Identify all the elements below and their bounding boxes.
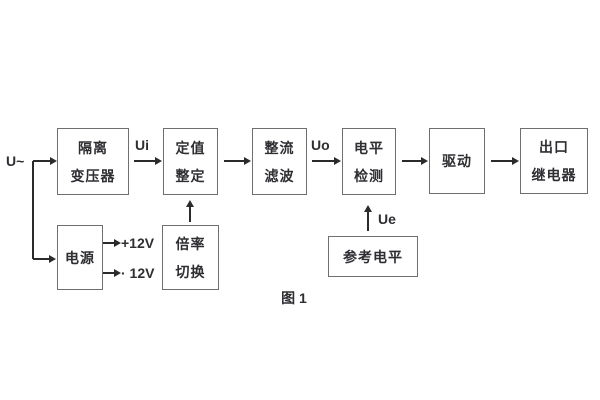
block-level-detect-line2: 检测 [354,167,384,184]
block-power-supply-line1: 电源 [65,249,95,266]
line-reference-to-detect [367,212,369,231]
block-driver: 驱动 [429,128,485,194]
block-output-relay-line1: 出口 [539,139,569,155]
block-setting-adjust: 定值 整定 [163,128,218,195]
line-power-minus12 [103,272,115,274]
block-output-relay-line2: 继电器 [531,167,577,183]
block-setting-adjust-line1: 定值 [175,139,206,156]
plus-12v-label: +12V [121,235,155,251]
line-power-plus12 [103,242,115,244]
line-ratio-to-setting [189,207,191,222]
line-detect-to-driver [402,160,422,162]
block-rectifier-filter: 整流 滤波 [252,128,307,195]
arrow-setting-to-rectifier [244,157,251,165]
block-rectifier-filter-line1: 整流 [264,139,295,156]
ui-signal-label: Ui [135,137,149,153]
input-voltage-label: U~ [6,153,25,169]
block-reference-level: 参考电平 [328,236,418,277]
arrow-rectifier-to-detect [334,157,341,165]
arrow-detect-to-driver [421,157,428,165]
line-driver-to-relay [491,160,513,162]
block-level-detect: 电平 检测 [342,128,396,195]
block-setting-adjust-line2: 整定 [175,167,206,184]
block-ratio-switch: 倍率 切换 [162,225,219,290]
block-reference-level-line1: 参考电平 [343,248,403,265]
ue-signal-label: Ue [378,211,396,227]
arrow-transformer-to-setting [155,157,162,165]
block-power-supply: 电源 [57,225,103,290]
minus-12v-label: · 12V [121,265,155,281]
block-output-relay: 出口 继电器 [520,128,588,194]
figure-caption: 图 1 [281,290,307,306]
block-level-detect-line1: 电平 [354,139,384,156]
line-transformer-to-setting [134,160,156,162]
block-isolation-transformer-line1: 隔离 [78,139,108,156]
arrow-ratio-to-setting [186,200,194,207]
arrow-power-minus12 [114,269,121,277]
uo-signal-label: Uo [311,137,330,153]
block-ratio-switch-line2: 切换 [175,263,206,280]
arrow-driver-to-relay [512,157,519,165]
input-line-to-power [33,258,50,260]
block-isolation-transformer-line2: 变压器 [70,167,116,184]
block-driver-line1: 驱动 [442,153,472,169]
arrow-input-to-transformer [50,157,57,165]
input-line-horizontal [33,160,51,162]
block-isolation-transformer: 隔离 变压器 [57,128,129,195]
arrow-reference-to-detect [364,205,372,212]
block-ratio-switch-line1: 倍率 [175,235,206,252]
line-setting-to-rectifier [224,160,245,162]
arrow-power-plus12 [114,239,121,247]
input-line-vertical [32,161,34,259]
block-rectifier-filter-line2: 滤波 [264,167,295,184]
arrow-input-to-power [49,255,56,263]
line-rectifier-to-detect [312,160,335,162]
